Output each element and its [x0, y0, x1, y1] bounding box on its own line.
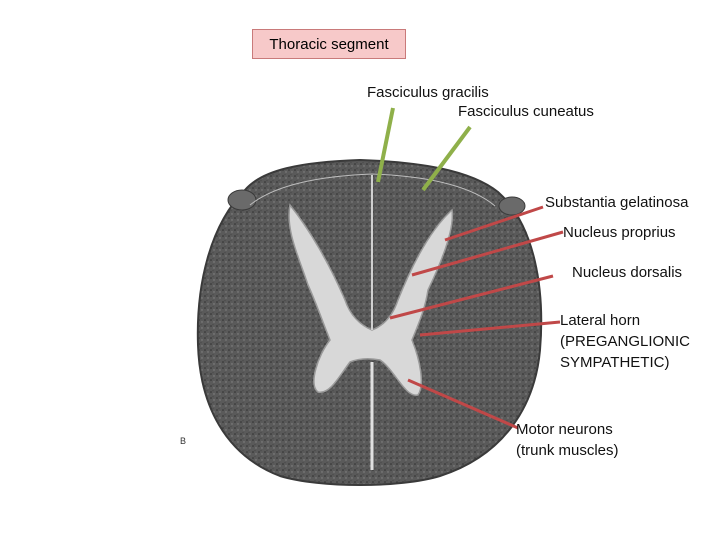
dorsal-rootlet-left — [227, 189, 257, 211]
pointer-nucleus-dorsalis — [389, 274, 554, 320]
title-box: Thoracic segment — [252, 29, 406, 59]
title-text: Thoracic segment — [269, 35, 389, 53]
label-motor-neurons-line2: (trunk muscles) — [516, 442, 619, 459]
pointer-lateral-horn — [419, 320, 561, 337]
pointer-fasciculus-gracilis — [376, 107, 395, 183]
section-rim — [249, 173, 496, 207]
label-substantia-gelatinosa: Substantia gelatinosa — [545, 194, 689, 211]
label-nucleus-dorsalis: Nucleus dorsalis — [572, 264, 683, 281]
label-fasciculus-gracilis: Fasciculus gracilis — [367, 84, 489, 101]
pointer-substantia-gelatinosa — [444, 205, 544, 242]
pointer-fasciculus-cuneatus — [421, 125, 472, 192]
label-lateral-horn-line1: Lateral horn — [560, 312, 641, 329]
spinal-cord-section — [196, 158, 543, 486]
label-nucleus-proprius: Nucleus proprius — [563, 224, 676, 241]
pointer-nucleus-proprius — [411, 230, 564, 277]
scale-mark: B — [180, 436, 186, 446]
dorsal-rootlet-right — [498, 196, 526, 216]
pointer-motor-neurons — [407, 378, 519, 430]
label-lateral-horn-line2: (PREGANGLIONIC — [560, 333, 691, 350]
label-fasciculus-cuneatus: Fasciculus cuneatus — [458, 103, 594, 120]
label-motor-neurons-line1: Motor neurons — [516, 421, 613, 438]
label-lateral-horn-line3: SYMPATHETIC) — [560, 354, 670, 371]
